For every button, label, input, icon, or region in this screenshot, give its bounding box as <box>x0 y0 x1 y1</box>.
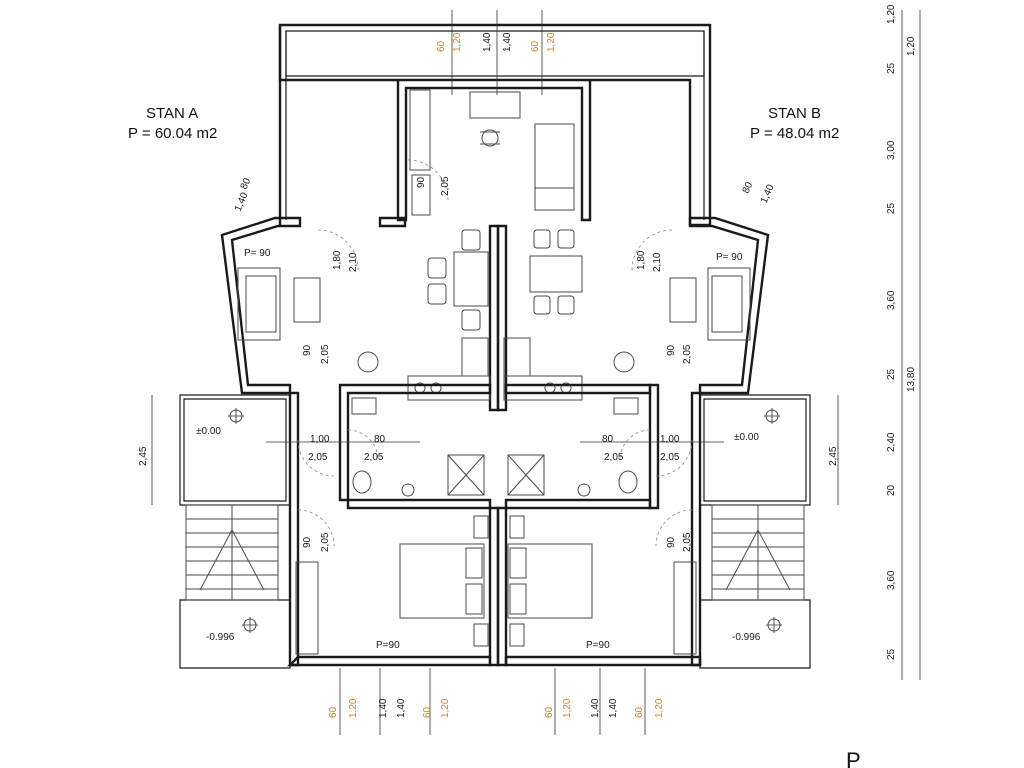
dim-120-bottom-b1: 1,20 <box>562 698 573 718</box>
right-dim-25d: 25 <box>886 648 897 660</box>
dim-90-hall-a: 90 <box>302 344 313 356</box>
dim-245-right: 2,45 <box>828 446 839 466</box>
level-markers <box>228 408 782 633</box>
dim-140-top-a: 1,40 <box>482 32 493 52</box>
dim-205-hall-b: 2,05 <box>682 344 693 364</box>
stairs <box>185 504 805 601</box>
dim-90-top-bedroom: 90 <box>416 176 427 188</box>
dim-90-hall-b: 90 <box>666 344 677 356</box>
dim-205-hall-a: 2,05 <box>320 344 331 364</box>
dim-210-living-b: 2,10 <box>652 252 663 272</box>
apartment-a-name: STAN A <box>146 105 198 122</box>
dim-90-bed-b: 90 <box>666 536 677 548</box>
dim-205-bed-b: 2,05 <box>682 532 693 552</box>
dim-210-living-a: 2,10 <box>348 252 359 272</box>
dim-120-bottom-b2: 1,20 <box>654 698 665 718</box>
living-room-a <box>220 216 500 412</box>
dim-140-bottom-a1: 1,40 <box>378 698 389 718</box>
right-dim-120b: 1,20 <box>906 36 917 56</box>
dim-205-top-bedroom: 2,05 <box>440 176 451 196</box>
dim-120-top-b: 1,20 <box>546 32 557 52</box>
dim-80-a: 80 <box>374 434 386 445</box>
dim-120-bottom-a1: 1,20 <box>348 698 359 718</box>
dim-60-bottom-a1: 60 <box>328 706 339 718</box>
corner-letter: P <box>846 748 861 768</box>
dim-100-a: 1,00 <box>310 434 330 445</box>
middle-block <box>288 383 702 667</box>
top-balcony <box>278 23 712 227</box>
dim-60-top-b: 60 <box>530 40 541 52</box>
living-area-a: P= 90 <box>244 248 271 259</box>
right-dim-20: 20 <box>886 484 897 496</box>
bedroom-area-a: P=90 <box>376 640 400 651</box>
dim-205-a1: 2,05 <box>308 452 328 463</box>
right-dim-25c: 25 <box>886 368 897 380</box>
dim-120-top-a: 1,20 <box>452 32 463 52</box>
apartment-b-name: STAN B <box>768 105 821 122</box>
level-stairs-a: -0.996 <box>206 632 235 643</box>
right-dim-300: 3,00 <box>886 140 897 160</box>
dim-80-b: 80 <box>602 434 614 445</box>
dim-140-window-b: 1,40 <box>759 183 777 206</box>
dim-205-a2: 2,05 <box>364 452 384 463</box>
right-dim-120a: 1,20 <box>886 4 897 24</box>
dim-60-top-a: 60 <box>436 40 447 52</box>
hall-dims: 1,00 80 2,05 2,05 80 1,00 2,05 2,05 <box>308 434 680 463</box>
right-dim-25b: 25 <box>886 202 897 214</box>
dim-120-bottom-a2: 1,20 <box>440 698 451 718</box>
living-area-b: P= 90 <box>716 252 743 263</box>
right-dim-25a: 25 <box>886 62 897 74</box>
dim-140-window-a: 1,40 <box>233 191 251 214</box>
right-dim-240: 2,40 <box>886 432 897 452</box>
level-terrace-a: ±0.00 <box>196 426 221 437</box>
dim-205-b2: 2,05 <box>660 452 680 463</box>
level-terrace-b: ±0.00 <box>734 432 759 443</box>
dim-80-window-b: 80 <box>741 180 756 195</box>
dim-140-bottom-b1: 1,40 <box>590 698 601 718</box>
dim-60-bottom-b2: 60 <box>634 706 645 718</box>
right-dim-360a: 3,60 <box>886 290 897 310</box>
dim-60-bottom-a2: 60 <box>422 706 433 718</box>
dim-60-bottom-b1: 60 <box>544 706 555 718</box>
right-dimension-chain: 1,20 1,20 25 3,00 25 3,60 25 13,80 2,40 … <box>886 4 917 660</box>
dim-80-window-a: 80 <box>239 176 254 191</box>
dim-90-bed-a: 90 <box>302 536 313 548</box>
dim-205-bed-a: 2,05 <box>320 532 331 552</box>
right-dim-1380: 13,80 <box>906 367 917 392</box>
bedrooms-bottom <box>287 506 702 667</box>
dim-100-b: 1,00 <box>660 434 680 445</box>
door-swings <box>297 159 693 547</box>
apartment-a-area: P = 60.04 m2 <box>128 125 217 142</box>
dimension-lines <box>151 10 921 735</box>
dim-245-left: 2,45 <box>138 446 149 466</box>
dim-205-b1: 2,05 <box>604 452 624 463</box>
dim-140-bottom-a2: 1,40 <box>396 698 407 718</box>
dim-180-living-a: 1,80 <box>332 250 343 270</box>
bedroom-area-b: P=90 <box>586 640 610 651</box>
terraces <box>179 394 811 669</box>
dim-140-bottom-b2: 1,40 <box>608 698 619 718</box>
living-room-b <box>496 216 770 412</box>
level-stairs-b: -0.996 <box>732 632 761 643</box>
top-bedroom <box>396 80 592 222</box>
dim-140-top-b: 1,40 <box>502 32 513 52</box>
apartment-b-area: P = 48.04 m2 <box>750 125 839 142</box>
right-dim-360b: 3,60 <box>886 570 897 590</box>
dim-180-living-b: 1,80 <box>636 250 647 270</box>
